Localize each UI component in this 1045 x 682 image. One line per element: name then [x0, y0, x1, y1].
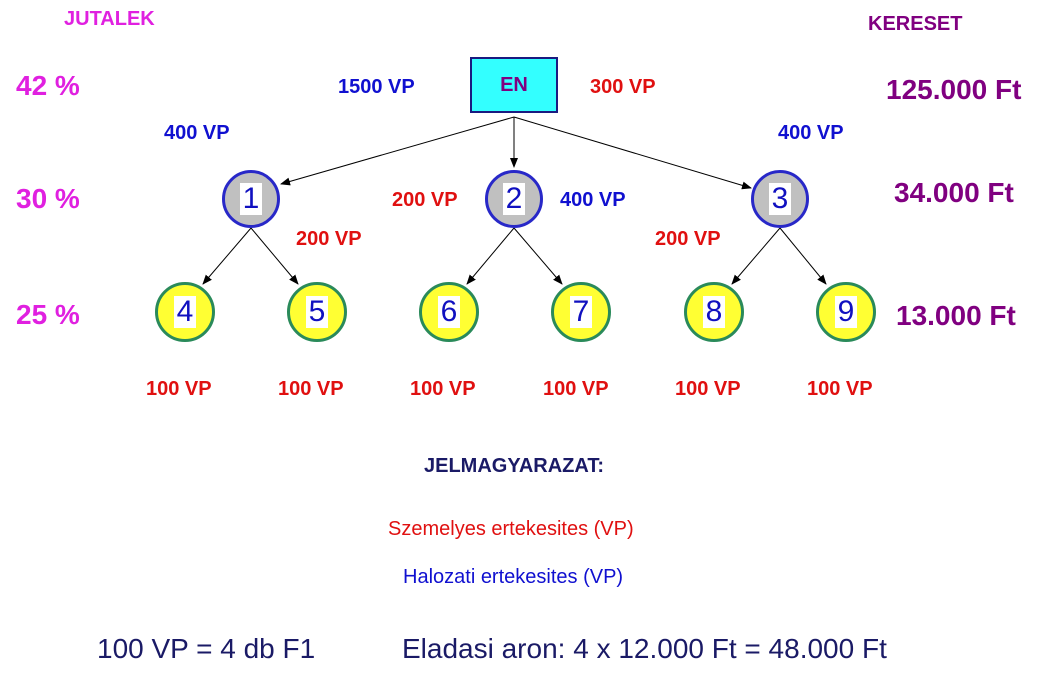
- node-2-network-vp: 400 VP: [560, 189, 626, 211]
- node-2-label: 2: [502, 183, 526, 215]
- legend-network-sales: Halozati ertekesites (VP): [403, 566, 624, 588]
- node-5-personal-vp: 100 VP: [278, 378, 344, 400]
- commission-header: JUTALEK: [64, 8, 155, 30]
- node-3: 3: [751, 170, 809, 228]
- node-6: 6: [419, 282, 479, 342]
- node-1: 1: [222, 170, 280, 228]
- node-9-label: 9: [834, 296, 858, 328]
- root-node-en: EN: [470, 57, 558, 113]
- node-3-personal-vp: 200 VP: [655, 228, 721, 250]
- node-8-label: 8: [702, 296, 726, 328]
- node-7-label: 7: [569, 296, 593, 328]
- node-7: 7: [551, 282, 611, 342]
- arrow-1-to-4: [202, 227, 252, 285]
- node-1-label: 1: [239, 183, 263, 215]
- root-network-vp: 1500 VP: [338, 76, 415, 98]
- level-0-percent: 42 %: [16, 70, 80, 101]
- node-3-label: 3: [768, 183, 792, 215]
- level-2-earnings: 13.000 Ft: [896, 300, 1016, 331]
- legend-title: JELMAGYARAZAT:: [424, 455, 605, 477]
- level-1-earnings: 34.000 Ft: [894, 177, 1014, 208]
- node-8: 8: [684, 282, 744, 342]
- level-1-percent: 30 %: [16, 183, 80, 214]
- node-5-label: 5: [305, 296, 329, 328]
- node-3-network-vp: 400 VP: [778, 122, 844, 144]
- earnings-header: KERESET: [868, 13, 963, 35]
- root-personal-vp: 300 VP: [590, 76, 656, 98]
- level-2-percent: 25 %: [16, 299, 80, 330]
- node-4: 4: [155, 282, 215, 342]
- node-6-personal-vp: 100 VP: [410, 378, 476, 400]
- node-1-personal-vp: 200 VP: [296, 228, 362, 250]
- arrow-1-to-5: [250, 227, 299, 285]
- arrow-en-to-3: [513, 116, 752, 190]
- vp-conversion: 100 VP = 4 db F1: [97, 633, 316, 664]
- node-5: 5: [287, 282, 347, 342]
- arrow-3-to-9: [779, 227, 827, 285]
- level-0-earnings: 125.000 Ft: [886, 74, 1022, 105]
- node-8-personal-vp: 100 VP: [675, 378, 741, 400]
- arrow-en-to-1: [280, 116, 515, 186]
- legend-personal-sales: Szemelyes ertekesites (VP): [388, 518, 634, 540]
- root-node-label: EN: [500, 73, 528, 96]
- sale-price-formula: Eladasi aron: 4 x 12.000 Ft = 48.000 Ft: [402, 633, 887, 664]
- node-6-label: 6: [437, 296, 461, 328]
- node-1-network-vp: 400 VP: [164, 122, 230, 144]
- node-2: 2: [485, 170, 543, 228]
- node-2-personal-vp: 200 VP: [392, 189, 458, 211]
- node-9: 9: [816, 282, 876, 342]
- arrow-2-to-7: [513, 227, 563, 285]
- arrow-3-to-8: [731, 227, 781, 285]
- arrow-2-to-6: [466, 227, 515, 285]
- node-4-label: 4: [173, 296, 197, 328]
- node-7-personal-vp: 100 VP: [543, 378, 609, 400]
- node-9-personal-vp: 100 VP: [807, 378, 873, 400]
- node-4-personal-vp: 100 VP: [146, 378, 212, 400]
